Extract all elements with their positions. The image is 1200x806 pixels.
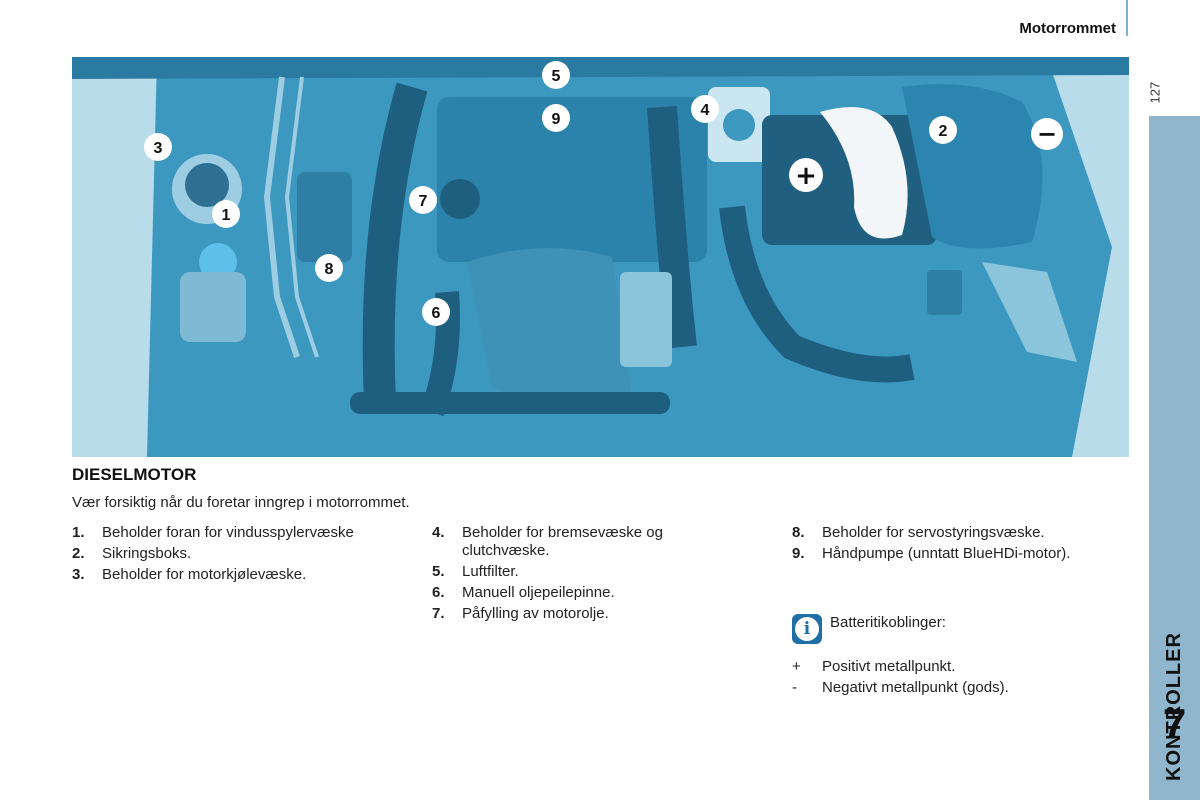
- washer-reservoir: [180, 272, 246, 342]
- legend-item: 3. Beholder for motorkjølevæske.: [72, 566, 392, 584]
- oil-filler-cap: [440, 179, 480, 219]
- legend-number: 4.: [432, 524, 445, 541]
- terminal-item: - Negativt metallpunkt (gods).: [792, 679, 1009, 697]
- terminal-text: Negativt metallpunkt (gods).: [822, 679, 1009, 696]
- legend-item: 7. Påfylling av motorolje.: [432, 605, 752, 623]
- callout-4: 4: [691, 95, 719, 123]
- air-filter-housing: [437, 97, 707, 262]
- legend-text: Luftfilter.: [462, 563, 519, 580]
- battery-minus-symbol: −: [1037, 120, 1057, 148]
- chapter-side-tab: KONTROLLER: [1149, 116, 1200, 800]
- battery-plus-icon: +: [789, 158, 823, 192]
- fluid-hose-2: [284, 76, 319, 358]
- legend-text: Håndpumpe (unntatt BlueHDi-motor).: [822, 545, 1071, 562]
- legend-item: 2. Sikringsboks.: [72, 545, 392, 563]
- chapter-number: 7: [1162, 700, 1187, 747]
- intro-text: Vær forsiktig når du foretar inngrep i m…: [72, 494, 410, 511]
- terminal-item: + Positivt metallpunkt.: [792, 658, 1009, 676]
- terminal-text: Positivt metallpunkt.: [822, 658, 956, 675]
- air-intake-duct: [719, 205, 915, 383]
- callout-9: 9: [542, 104, 570, 132]
- legend-number: 1.: [72, 524, 85, 541]
- legend-item: 5. Luftfilter.: [432, 563, 752, 581]
- legend-text: Beholder for motorkjølevæske.: [102, 566, 307, 583]
- legend-number: 5.: [432, 563, 445, 580]
- page-header-title: Motorrommet: [1019, 20, 1116, 37]
- callout-3-label: 3: [154, 140, 163, 157]
- legend-number: 6.: [432, 584, 445, 601]
- page-number: 127: [1145, 80, 1165, 110]
- legend-item: 6. Manuell oljepeilepinne.: [432, 584, 752, 602]
- left-fender: [72, 57, 157, 457]
- legend-column-1: 1. Beholder foran for vindusspylervæske 2…: [72, 524, 392, 587]
- page-number-text: 127: [1147, 81, 1163, 104]
- info-icon: i: [792, 614, 822, 644]
- legend-column-2: 4. Beholder for bremsevæske og clutchvæsk…: [432, 524, 752, 626]
- callout-2-label: 2: [939, 123, 948, 140]
- hose-bracket: [620, 272, 672, 367]
- terminal-symbol: +: [792, 658, 801, 675]
- info-icon-glyph: i: [795, 617, 819, 641]
- legend-text: Beholder foran for vindusspylervæske: [102, 524, 354, 541]
- battery-cover-highlight: [820, 107, 908, 239]
- washer-reservoir-cap: [199, 243, 237, 281]
- callout-1-label: 1: [222, 207, 231, 224]
- callout-7: 7: [409, 186, 437, 214]
- legend-item: 4. Beholder for bremsevæske og clutchvæsk…: [432, 524, 752, 560]
- power-steering-bracket: [297, 172, 352, 262]
- servo-connector: [927, 270, 962, 315]
- terminal-symbol: -: [792, 679, 797, 696]
- hood-edge: [72, 57, 1129, 79]
- legend-number: 2.: [72, 545, 85, 562]
- callout-4-label: 4: [701, 102, 710, 119]
- callout-3: 3: [144, 133, 172, 161]
- fender-mesh: [982, 262, 1077, 362]
- legend-item: 1. Beholder foran for vindusspylervæske: [72, 524, 392, 542]
- engine-bay-drawing: 1 2 3 4 5 6 7 8: [72, 57, 1129, 457]
- legend-number: 8.: [792, 524, 805, 541]
- callout-5: 5: [542, 61, 570, 89]
- callout-6-label: 6: [432, 305, 441, 322]
- battery-terminal-list: + Positivt metallpunkt. - Negativt metallp…: [792, 658, 1009, 700]
- battery-minus-icon: −: [1031, 118, 1063, 150]
- coolant-cap: [185, 163, 229, 207]
- right-fender: [1047, 57, 1129, 457]
- legend-text: Sikringsboks.: [102, 545, 192, 562]
- callout-2: 2: [929, 116, 957, 144]
- legend-number: 7.: [432, 605, 445, 622]
- callout-6: 6: [422, 298, 450, 326]
- legend-text: Påfylling av motorolje.: [462, 605, 609, 622]
- legend-text: Beholder for servostyringsvæske.: [822, 524, 1045, 541]
- callout-5-label: 5: [552, 68, 561, 85]
- callout-1: 1: [212, 200, 240, 228]
- legend-number: 9.: [792, 545, 805, 562]
- legend-column-3: 8. Beholder for servostyringsvæske. 9. Hån…: [792, 524, 1132, 566]
- lower-coolant-pipe: [350, 392, 670, 414]
- engine-bay-illustration: 1 2 3 4 5 6 7 8: [72, 57, 1129, 457]
- callout-7-label: 7: [419, 193, 428, 210]
- info-text: Batteritikoblinger:: [830, 614, 946, 631]
- brake-fluid-cap: [723, 109, 755, 141]
- callout-9-label: 9: [552, 111, 561, 128]
- header-divider: [1126, 0, 1128, 36]
- callout-8: 8: [315, 254, 343, 282]
- engine-block: [467, 248, 632, 401]
- legend-item: 8. Beholder for servostyringsvæske.: [792, 524, 1132, 542]
- turbo-hose: [647, 106, 697, 349]
- legend-text: Manuell oljepeilepinne.: [462, 584, 615, 601]
- coolant-hose-left: [362, 82, 428, 403]
- legend-number: 3.: [72, 566, 85, 583]
- legend-item: 9. Håndpumpe (unntatt BlueHDi-motor).: [792, 545, 1132, 563]
- callout-8-label: 8: [325, 261, 334, 278]
- info-note: i Batteritikoblinger:: [792, 614, 946, 644]
- fluid-hose-1: [263, 76, 300, 358]
- legend-text: Beholder for bremsevæske og clutchvæske.: [462, 524, 663, 559]
- section-title: DIESELMOTOR: [72, 465, 197, 484]
- battery-plus-symbol: +: [795, 161, 817, 191]
